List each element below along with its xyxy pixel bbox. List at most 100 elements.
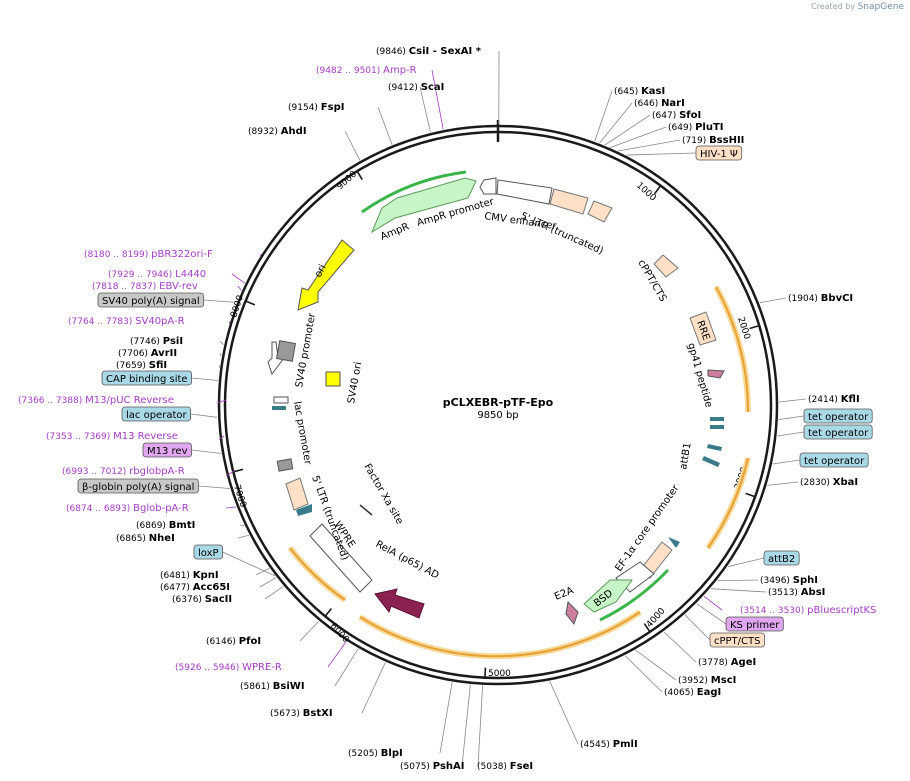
site-label: (6146) PfoI xyxy=(206,636,261,647)
primer-label: (9482 .. 9501) Amp-R xyxy=(316,65,417,76)
restriction-site: (7746) PsiI xyxy=(130,336,183,347)
site-name: PshAI xyxy=(433,761,465,772)
site-position: (4065) xyxy=(664,688,697,698)
tick-mark xyxy=(749,324,760,330)
leader-line xyxy=(377,106,393,145)
ltr5-label: 5' LTR (truncated) xyxy=(519,211,605,257)
site-name: BmtI xyxy=(169,520,196,531)
leader-line xyxy=(259,253,263,257)
feature-box-bg xyxy=(709,632,765,648)
site-position: (645) xyxy=(614,87,641,97)
site-name: AhdI xyxy=(281,126,307,137)
primer-name: L4440 xyxy=(175,269,206,280)
leader-line xyxy=(635,649,677,681)
feature-box: β-globin poly(A) signal xyxy=(77,478,199,494)
tick-label: 6000 xyxy=(328,621,351,645)
site-name: MscI xyxy=(711,675,737,686)
feature-box-bg xyxy=(695,145,743,161)
site-name: AgeI xyxy=(731,657,756,668)
leader-line xyxy=(777,431,805,437)
site-name: AbsI xyxy=(801,587,826,598)
site-label: (6376) SacII xyxy=(172,594,232,605)
feature-box-label: β-globin poly(A) signal xyxy=(82,482,194,493)
site-position: (6481) xyxy=(160,571,193,581)
feature-box: HIV-1 Ψ xyxy=(695,145,743,161)
site-label: (2414) KflI xyxy=(808,394,860,405)
feature-box-label: CAP binding site xyxy=(106,374,188,385)
primer-name: EBV-rev xyxy=(159,281,198,292)
feature-box: CAP binding site xyxy=(101,370,192,386)
restriction-site: (6376) SacII xyxy=(172,594,232,605)
site-name: EagI xyxy=(697,687,721,698)
site-position: (9846) xyxy=(376,47,409,57)
feature-box: tet operator xyxy=(803,424,873,440)
leader-lines xyxy=(190,50,807,767)
tick-mark xyxy=(324,608,333,617)
tick-label: 5000 xyxy=(488,669,511,679)
site-labels: (9846) CsiI - SexAI *(9412) ScaI(9154) F… xyxy=(18,46,876,772)
primer-name: Bglob-pA-R xyxy=(133,503,189,514)
feature-box-bg xyxy=(193,544,223,560)
primer-binding-site: (7353 .. 7369) M13 Reverse xyxy=(46,431,178,442)
site-label: (5038) FseI xyxy=(477,761,533,772)
leader-line xyxy=(225,506,237,509)
features xyxy=(267,170,752,660)
primer-position: (5926 .. 5946) xyxy=(175,663,242,673)
site-name: PmlI xyxy=(613,739,638,750)
site-label: (1904) BbvCI xyxy=(788,293,853,304)
primer-position: (7929 .. 7946) xyxy=(108,270,175,280)
restriction-site: (645) KasI xyxy=(614,86,665,97)
site-label: (9154) FspI xyxy=(288,102,344,113)
site-position: (5205) xyxy=(348,749,381,759)
site-name: FspI xyxy=(321,102,345,113)
primer-label: (7929 .. 7946) L4440 xyxy=(108,269,206,280)
orange-arc-1-core xyxy=(715,286,750,413)
primer-name: SV40pA-R xyxy=(135,316,184,327)
restriction-site: (2830) XbaI xyxy=(800,477,858,488)
site-name: NheI xyxy=(149,533,175,544)
leader-line xyxy=(255,568,270,576)
site-position: (5673) xyxy=(270,709,303,719)
site-name: XbaI xyxy=(833,477,858,488)
wpre-feature xyxy=(309,523,373,593)
tick-mark xyxy=(653,185,662,195)
leader-line xyxy=(549,681,579,745)
leader-line xyxy=(477,685,483,767)
restriction-site: (6865) NheI xyxy=(116,533,175,544)
site-position: (9154) xyxy=(288,103,321,113)
site-position: (7659) xyxy=(116,361,149,371)
e2a-label: E2A xyxy=(553,585,575,603)
feature-box-label: tet operator xyxy=(808,412,869,423)
site-name: ScaI xyxy=(421,82,445,93)
orange-arc-1 xyxy=(713,285,752,413)
leader-line xyxy=(225,470,235,477)
restriction-site: (3778) AgeI xyxy=(698,657,756,668)
site-label: (645) KasI xyxy=(614,86,665,97)
feature-box-label: tet operator xyxy=(808,428,869,439)
tick-mark xyxy=(745,492,756,498)
site-name: SphI xyxy=(793,575,818,586)
primer-name: M13 Reverse xyxy=(113,431,178,442)
primer-name: pBR322ori-F xyxy=(151,249,213,260)
primer-position: (7353 .. 7369) xyxy=(46,432,113,442)
primer-label: (7366 .. 7388) M13/pUC Reverse xyxy=(18,395,174,406)
site-label: (5075) PshAI xyxy=(400,761,464,772)
primer-binding-site: (7366 .. 7388) M13/pUC Reverse xyxy=(18,395,174,406)
orange-arc-2 xyxy=(705,457,751,550)
leader-line xyxy=(264,586,284,600)
site-label: (7706) AvrII xyxy=(118,348,177,359)
site-position: (3952) xyxy=(678,676,711,686)
site-name: BsiWI xyxy=(273,681,305,692)
factor-xa-label: Factor Xa site xyxy=(361,462,405,526)
gp41-feature xyxy=(707,369,725,379)
restriction-site: (7706) AvrII xyxy=(118,348,177,359)
snapgene-credit: Created by SnapGene xyxy=(811,2,904,12)
site-label: (4545) PmlI xyxy=(580,739,638,750)
feature-box-label: lac operator xyxy=(126,410,187,421)
feature-box: lac operator xyxy=(121,406,191,422)
attb2-mark xyxy=(668,537,680,548)
sv40-polya-feature xyxy=(275,340,297,362)
site-label: (5861) BsiWI xyxy=(240,681,305,692)
primer-binding-site: (7929 .. 7946) L4440 xyxy=(108,269,206,280)
primer-binding-site: (9482 .. 9501) Amp-R xyxy=(316,65,417,76)
